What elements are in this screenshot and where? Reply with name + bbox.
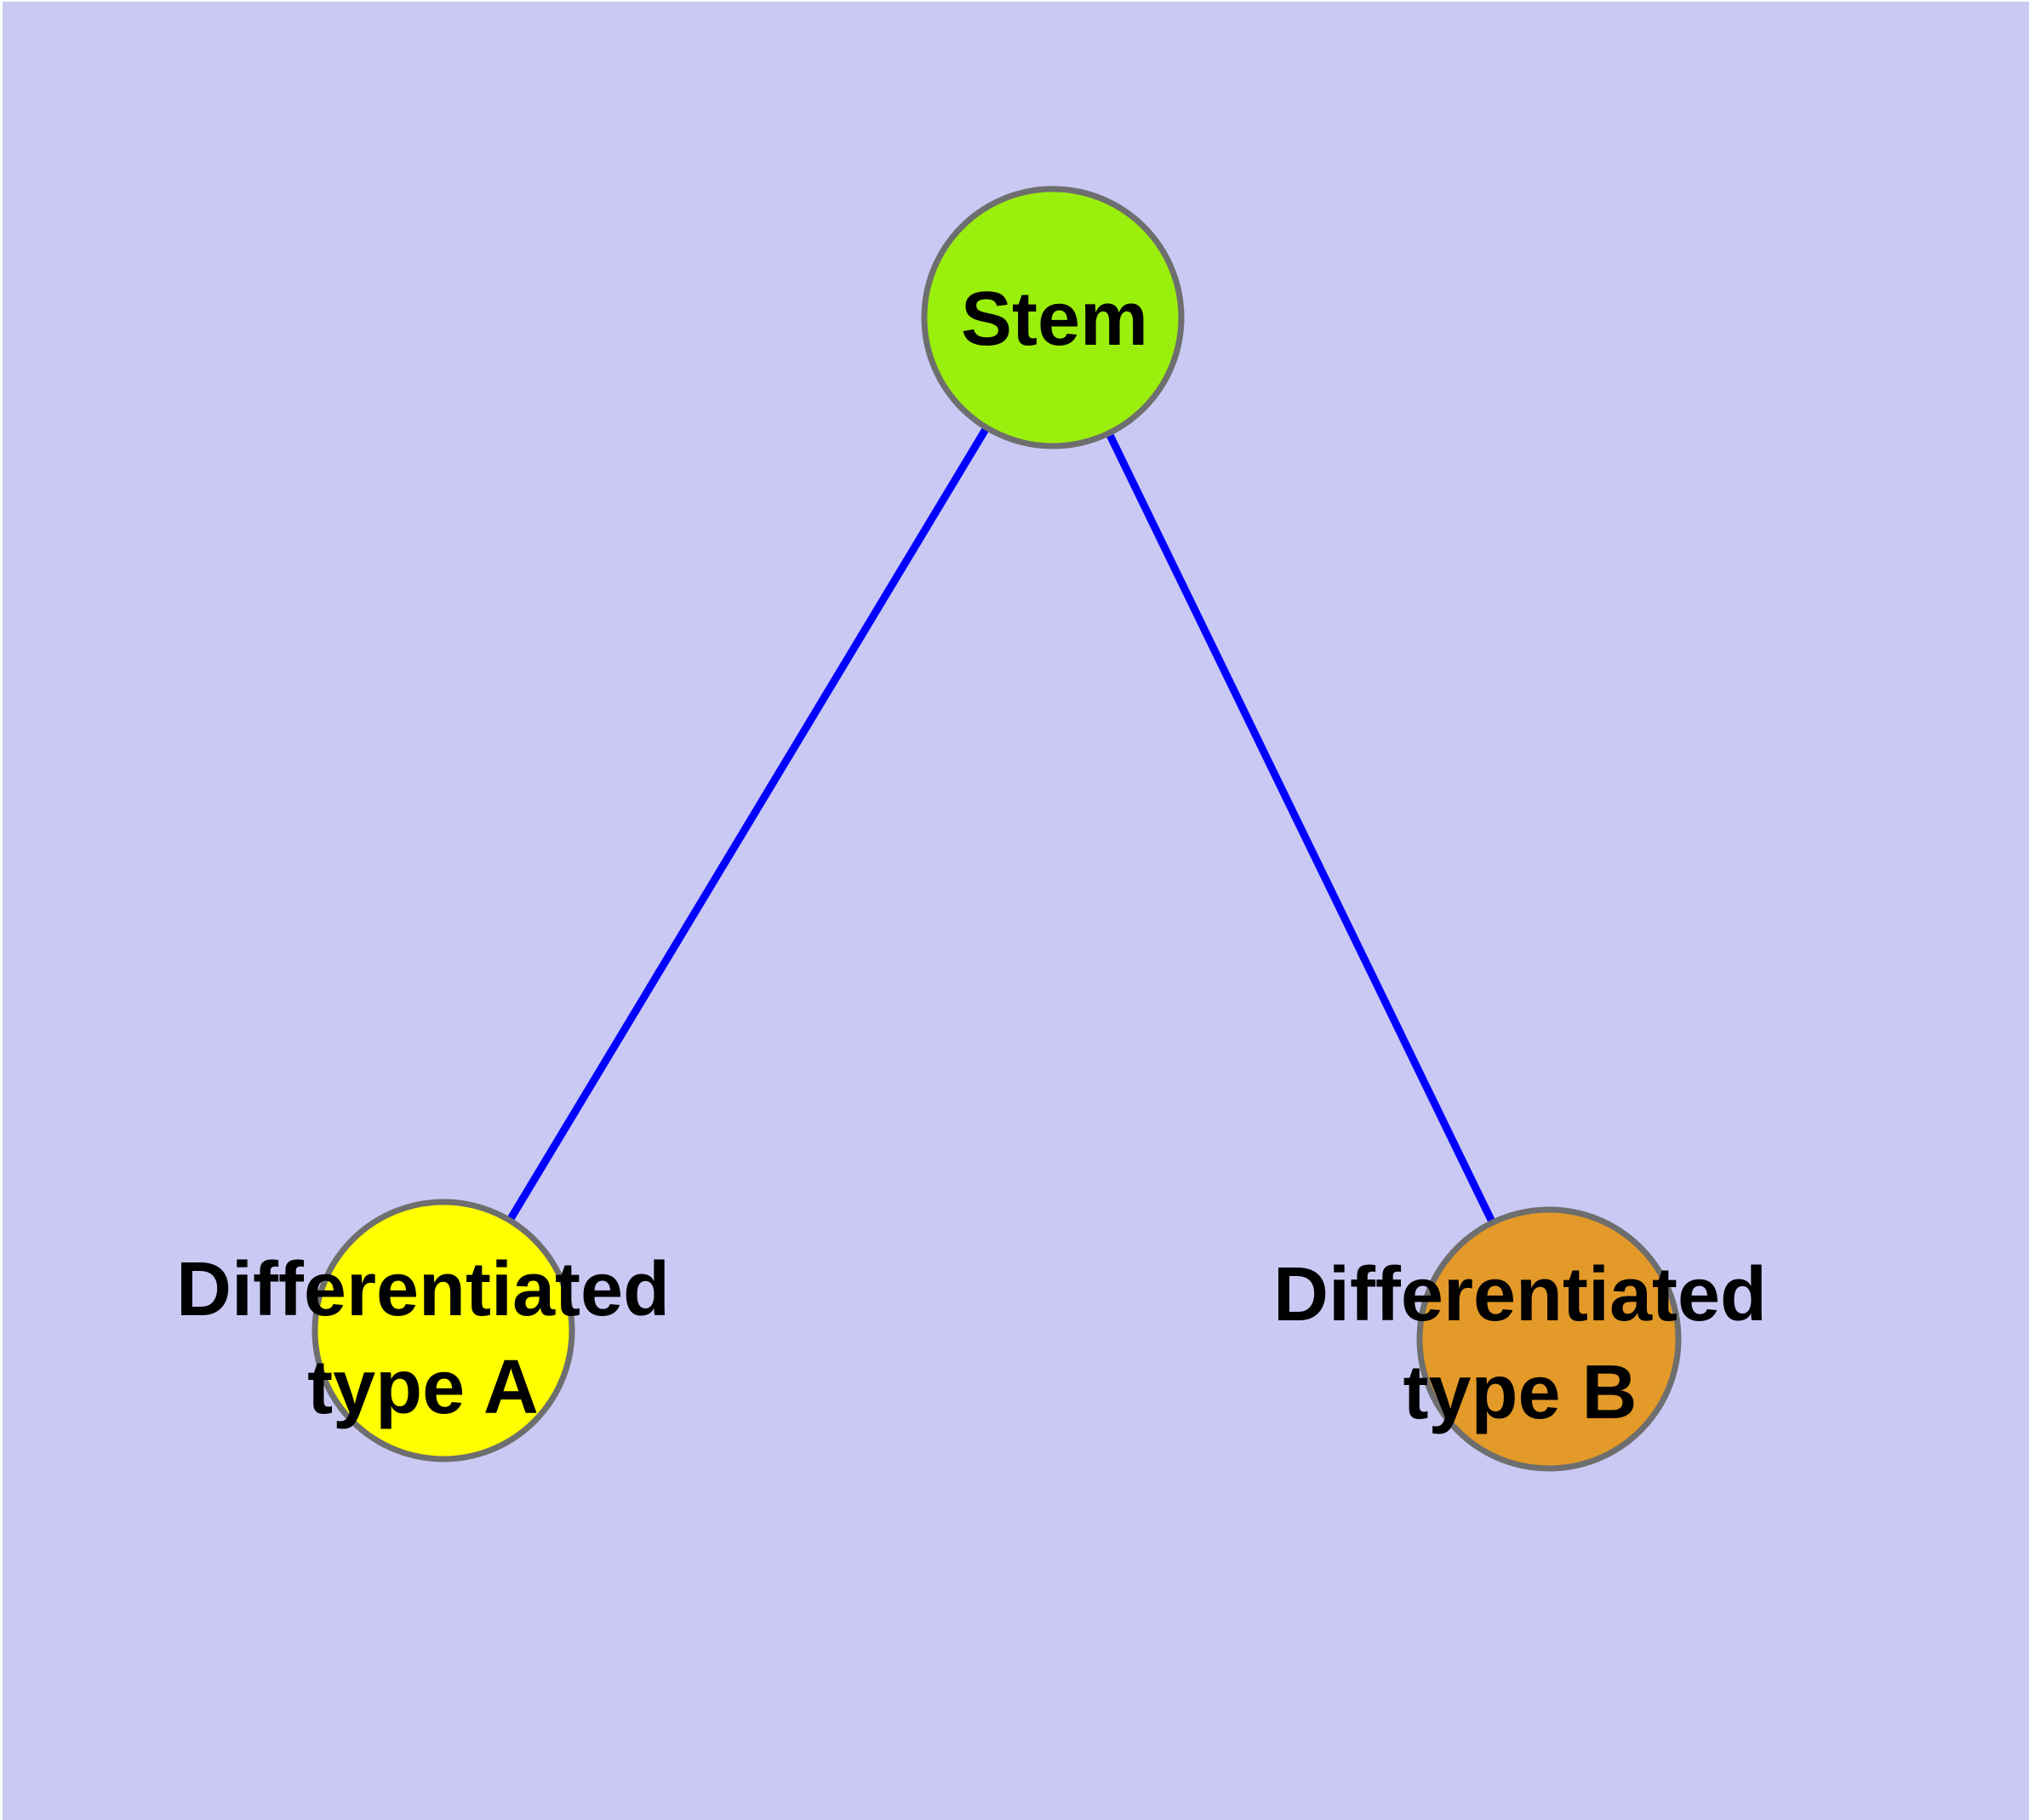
node-type-a-label-line1: Differentiated	[176, 1247, 670, 1332]
node-stem	[921, 186, 1185, 449]
node-label-group: Stem Differentiated type A Differentiate…	[176, 277, 1767, 1435]
node-type-b-label-line1: Differentiated	[1273, 1252, 1767, 1337]
node-group	[311, 186, 1682, 1472]
node-type-a-label-line2: type A	[307, 1345, 539, 1430]
node-type-b-label-line2: type B	[1403, 1350, 1637, 1435]
edge-group	[440, 315, 1553, 1341]
node-differentiated-type-a	[311, 1199, 575, 1462]
edge-stem-to-type-b	[1049, 316, 1553, 1341]
node-stem-label: Stem	[961, 277, 1148, 362]
edge-stem-to-type-a	[440, 315, 1056, 1333]
node-differentiated-type-b	[1416, 1206, 1682, 1472]
